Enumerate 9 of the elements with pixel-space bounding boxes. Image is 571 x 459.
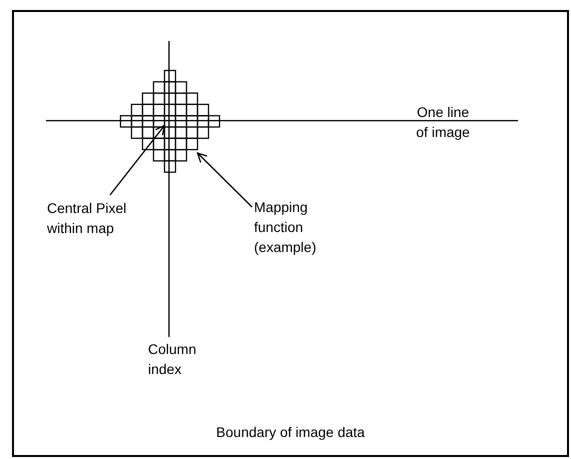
axis-label: One line of image	[415, 103, 471, 142]
boundary-frame	[12, 10, 569, 457]
boundary-label: Boundary of image data	[216, 423, 365, 442]
callout-text: Mapping function (example)	[254, 198, 318, 257]
leader-line	[196, 152, 252, 208]
callout-text: Central Pixel within map	[47, 199, 128, 238]
axis-label: Column index	[148, 340, 198, 379]
central-pixel	[163, 114, 176, 128]
leader-line	[109, 124, 166, 196]
